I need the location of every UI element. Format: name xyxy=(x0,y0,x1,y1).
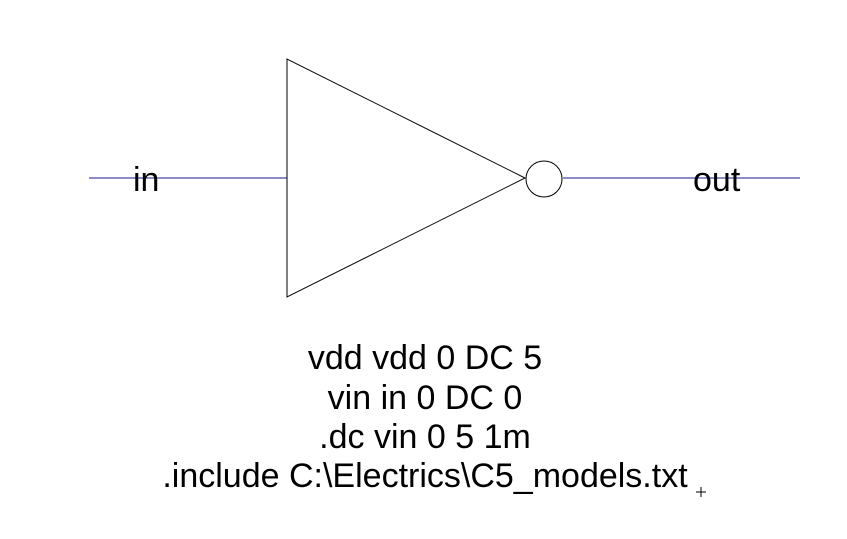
spice-line-include: .include C:\Electrics\C5_models.txt xyxy=(162,457,688,495)
input-pin-label: in xyxy=(133,161,159,199)
spice-line-dc-sweep: .dc vin 0 5 1m xyxy=(319,418,531,456)
inverter-buffer-triangle xyxy=(286,58,527,298)
spice-directives-block: vdd vdd 0 DC 5 vin in 0 DC 0 .dc vin 0 5… xyxy=(162,339,688,495)
crosshair-cursor-icon xyxy=(696,487,706,497)
spice-line-vdd: vdd vdd 0 DC 5 xyxy=(308,339,542,377)
inversion-bubble xyxy=(525,160,563,198)
spice-line-vin: vin in 0 DC 0 xyxy=(328,379,523,417)
output-pin-label: out xyxy=(693,161,741,199)
